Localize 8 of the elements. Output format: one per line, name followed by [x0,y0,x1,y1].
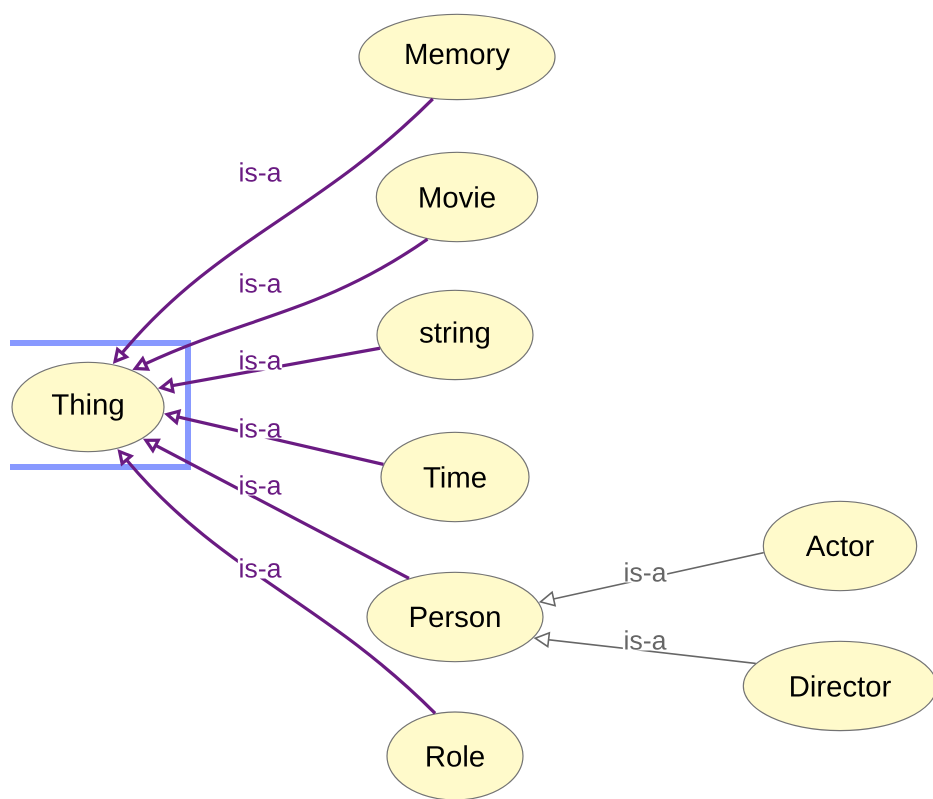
edge-label: is-a [238,474,282,496]
edge-label: is-a [238,350,282,370]
edge-label: is-a [622,630,668,650]
edge-label: is-a [238,418,282,438]
edge-label: is-a [238,272,282,294]
edge-label: is-a [238,162,282,182]
edge-label: is-a [622,562,668,582]
edge-label: is-a [238,558,282,578]
